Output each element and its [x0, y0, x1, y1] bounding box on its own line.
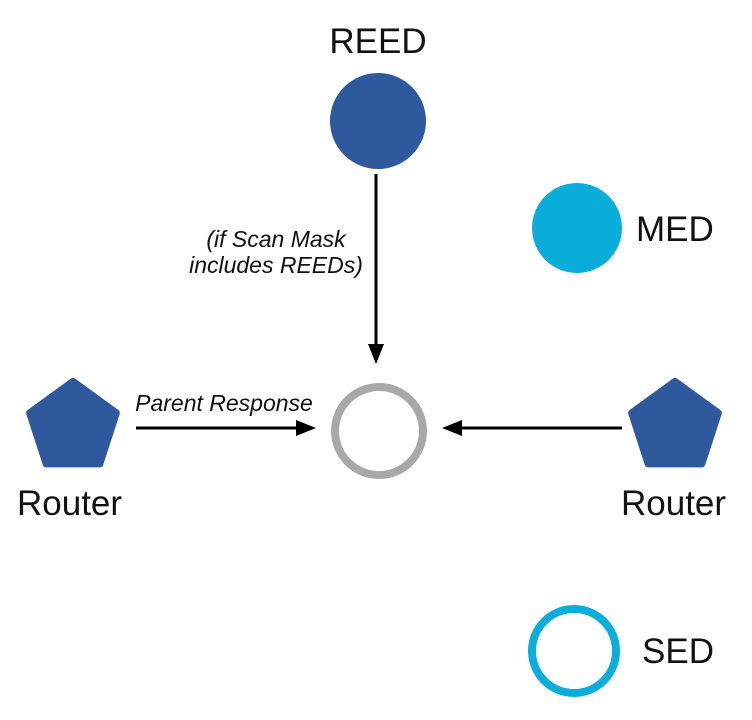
sed-node-ring — [528, 605, 620, 697]
router-left-pentagon — [26, 378, 120, 468]
parent-response-annotation: Parent Response — [135, 390, 313, 416]
reed-node-circle — [330, 73, 426, 169]
sed-label: SED — [642, 632, 714, 671]
scan-mask-annotation-line2: includes REEDs) — [189, 252, 363, 278]
router-right-to-parent-arrowhead-icon — [442, 420, 462, 436]
scan-mask-annotation-line1: (if Scan Mask — [206, 226, 347, 252]
router-right-label: Router — [621, 484, 726, 523]
router-left-to-parent-arrowhead-icon — [296, 420, 316, 436]
reed-label: REED — [329, 22, 426, 61]
med-node-circle — [532, 183, 622, 273]
med-label: MED — [636, 210, 714, 249]
router-left-label: Router — [17, 484, 122, 523]
parent-node-ring — [331, 383, 427, 479]
reed-to-parent-arrowhead-icon — [368, 344, 384, 364]
router-right-pentagon — [628, 378, 722, 468]
